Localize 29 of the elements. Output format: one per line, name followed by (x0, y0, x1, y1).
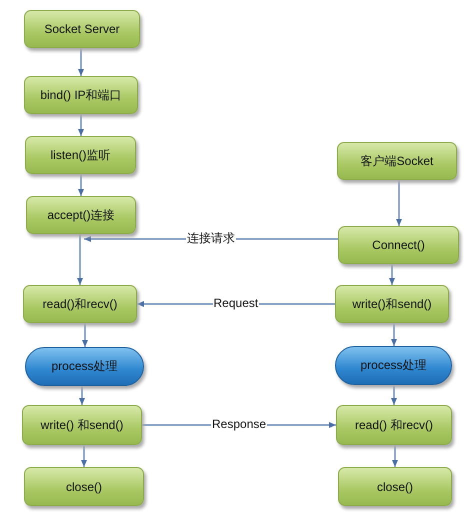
arrow (81, 445, 87, 467)
arrow (391, 323, 397, 346)
process-box: Connect() (338, 226, 459, 264)
edge-label: Request (212, 296, 260, 310)
arrow (389, 264, 395, 285)
arrow (77, 234, 83, 285)
arrow (82, 323, 88, 347)
arrow (391, 385, 397, 405)
process-box: read()和recv() (23, 285, 137, 323)
arrow (78, 174, 84, 196)
arrow (78, 48, 84, 76)
process-box: 客户端Socket (337, 142, 457, 180)
process-box: close() (338, 467, 452, 506)
arrow (78, 114, 84, 136)
process-box: listen()监听 (25, 136, 136, 174)
process-box: write()和send() (335, 285, 449, 323)
arrow (396, 180, 402, 226)
process-box: write() 和send() (22, 405, 142, 445)
process-box: bind() IP和端口 (24, 76, 138, 114)
edge-label: Response (211, 417, 268, 431)
process-box: read() 和recv() (336, 405, 452, 445)
process-box: close() (24, 467, 144, 506)
arrow (79, 386, 85, 405)
process-pill: process处理 (25, 347, 144, 386)
arrow (392, 445, 398, 467)
process-box: Socket Server (24, 10, 140, 48)
process-box: accept()连接 (26, 196, 136, 234)
edge-label: 连接请求 (186, 230, 236, 246)
process-pill: process处理 (335, 346, 452, 385)
